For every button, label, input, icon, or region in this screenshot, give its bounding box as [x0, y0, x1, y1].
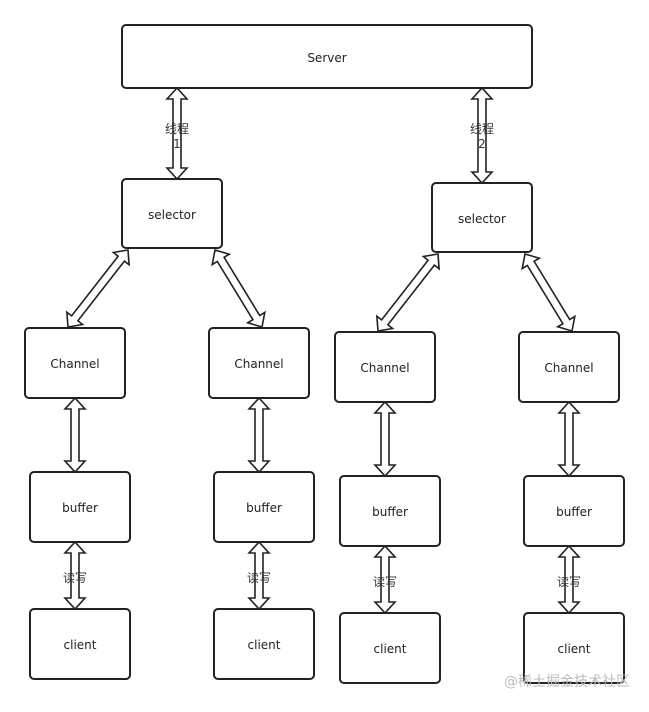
channel-node-2: Channel: [208, 327, 310, 399]
client-label: client: [558, 642, 591, 656]
arrows: [63, 86, 581, 615]
channel-label: Channel: [234, 357, 283, 371]
buffer-node-1: buffer: [29, 471, 131, 543]
thread-2-number: 2: [478, 137, 486, 151]
channel-node-4: Channel: [518, 331, 620, 403]
read-write-label: 读写: [373, 575, 397, 589]
bidirectional-arrow: [557, 400, 581, 478]
bidirectional-arrow: [247, 396, 271, 474]
channel-node-3: Channel: [334, 331, 436, 403]
watermark: @稀土掘金技术社区: [504, 674, 630, 690]
thread-1-number: 1: [173, 137, 181, 151]
selector-node-1: selector: [121, 178, 223, 249]
thread-2-label: 线程: [470, 121, 494, 136]
read-write-label: 读写: [63, 571, 87, 585]
bidirectional-arrow: [373, 400, 397, 478]
buffer-node-3: buffer: [339, 475, 441, 547]
read-write-label: 读写: [247, 571, 271, 585]
client-node-1: client: [29, 608, 131, 680]
client-label: client: [248, 638, 281, 652]
buffer-node-4: buffer: [523, 475, 625, 547]
buffer-label: buffer: [246, 501, 282, 515]
bidirectional-arrow: [521, 252, 576, 333]
channel-label: Channel: [50, 357, 99, 371]
channel-label: Channel: [360, 361, 409, 375]
bidirectional-arrow: [63, 396, 87, 474]
bidirectional-arrow: [375, 253, 441, 332]
server-node: Server: [121, 24, 533, 89]
channel-label: Channel: [544, 361, 593, 375]
read-write-label: 读写: [557, 575, 581, 589]
server-label: Server: [307, 51, 346, 65]
buffer-label: buffer: [556, 505, 592, 519]
bidirectional-arrow: [211, 248, 266, 329]
client-label: client: [374, 642, 407, 656]
selector-node-2: selector: [431, 182, 533, 253]
client-node-2: client: [213, 608, 315, 680]
edge-labels: 线程 1 线程 2 读写 读写 读写 读写: [63, 121, 581, 589]
bidirectional-arrow: [65, 249, 131, 328]
buffer-label: buffer: [372, 505, 408, 519]
buffer-label: buffer: [62, 501, 98, 515]
thread-1-label: 线程: [165, 121, 189, 136]
selector-label: selector: [148, 208, 196, 222]
client-node-4: client: [523, 612, 625, 684]
selector-label: selector: [458, 212, 506, 226]
client-label: client: [64, 638, 97, 652]
buffer-node-2: buffer: [213, 471, 315, 543]
channel-node-1: Channel: [24, 327, 126, 399]
client-node-3: client: [339, 612, 441, 684]
